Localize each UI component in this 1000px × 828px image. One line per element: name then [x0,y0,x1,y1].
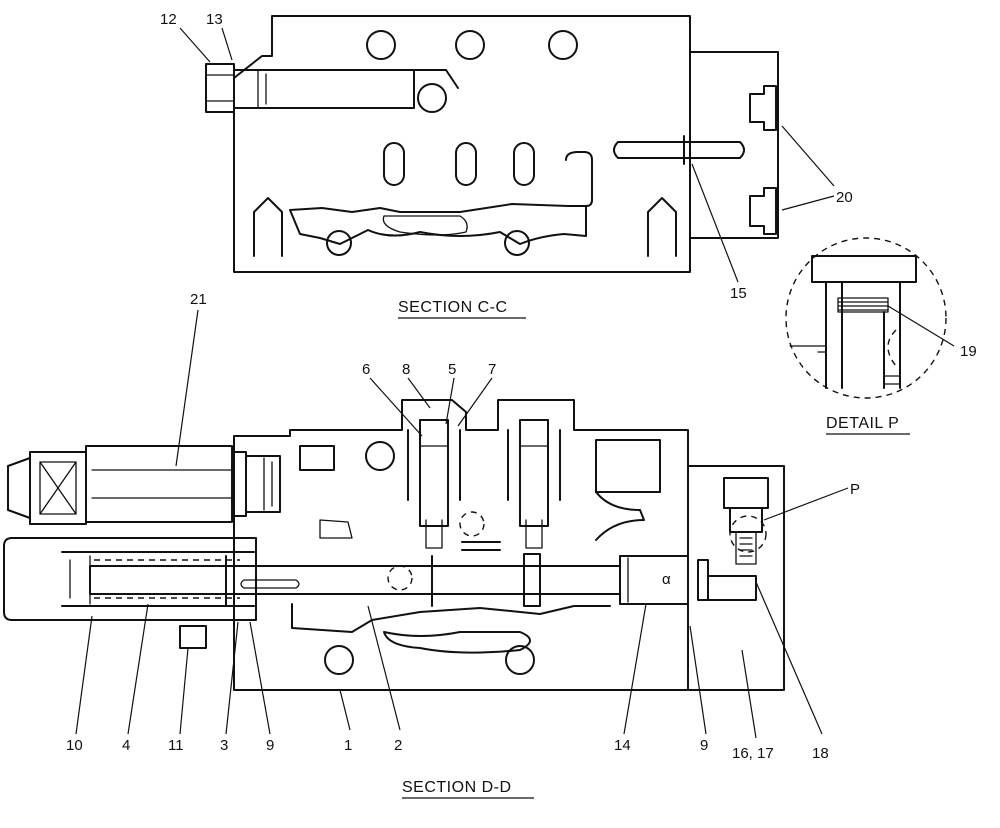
callout-11: 11 [168,737,184,754]
callout-14: 14 [614,737,631,754]
callout-4: 4 [122,737,130,754]
caption-section-c-c: SECTION C-C [398,299,508,316]
callout-5: 5 [448,361,456,378]
callout-19: 19 [960,343,977,360]
callout-1: 1 [344,737,352,754]
section-d-d-callouts [75,309,849,739]
callout-6: 6 [362,361,370,378]
callout-18: 18 [812,745,829,762]
callout-13: 13 [206,11,223,28]
section-d-d-view [3,399,785,691]
callout-9-left: 9 [266,737,274,754]
callout-3: 3 [220,737,228,754]
callout-7: 7 [488,361,496,378]
callout-10: 10 [66,737,83,754]
callout-2: 2 [394,737,402,754]
section-captions: SECTION C-C DETAIL P SECTION D-D [398,299,910,799]
callout-21: 21 [190,291,207,308]
section-c-c-view [205,15,779,273]
callout-15: 15 [730,285,747,302]
callout-16-17: 16, 17 [732,745,774,762]
caption-section-d-d: SECTION D-D [402,779,512,796]
section-c-c-callouts [179,27,835,283]
callout-8: 8 [402,361,410,378]
callout-numbers: 12 13 20 15 19 21 6 8 5 7 P α 10 4 11 3 … [66,11,977,762]
callout-9-right: 9 [700,737,708,754]
caption-detail-p: DETAIL P [826,415,899,432]
callout-p: P [850,481,860,498]
callout-20: 20 [836,189,853,206]
detail-p-view [785,237,947,399]
callout-alpha: α [662,571,671,588]
callout-12: 12 [160,11,177,28]
